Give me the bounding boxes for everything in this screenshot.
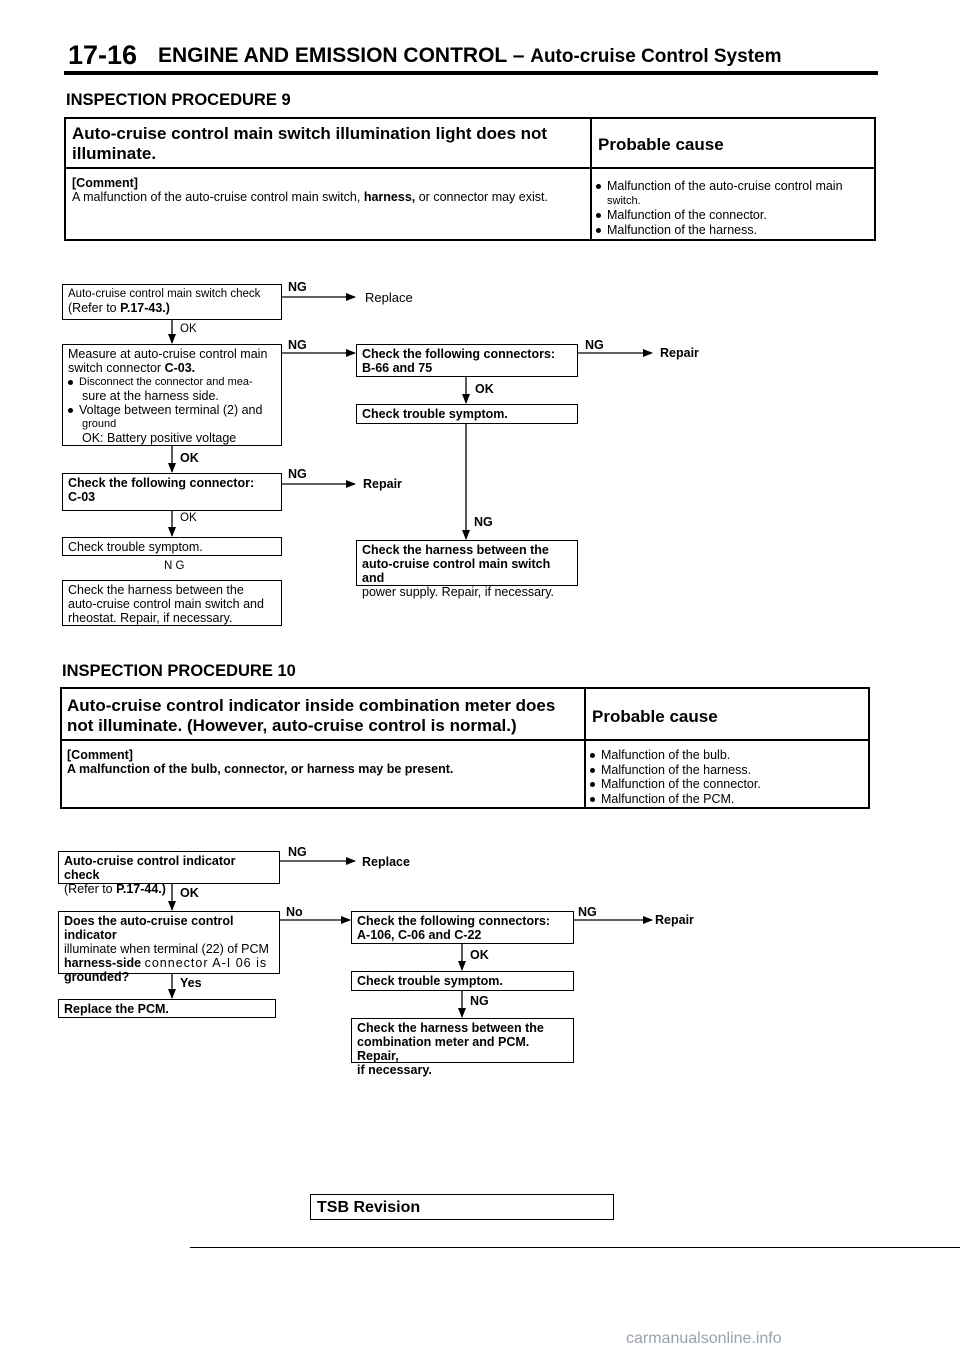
proc9-symptom-line2: illuminate. <box>72 144 157 163</box>
proc10-trouble-symptom-box: Check trouble symptom. <box>351 971 574 991</box>
proc10-ground-question-box: Does the auto-cruise control indicator i… <box>58 911 280 984</box>
flow-label-ng: NG <box>585 338 604 352</box>
proc10-repair-text: Repair <box>655 913 694 927</box>
list-item: Malfunction of the auto-cruise control m… <box>596 179 872 194</box>
flow-label-no: No <box>286 905 303 919</box>
proc9-measure-box: Measure at auto-cruise control main swit… <box>62 344 282 446</box>
flow-label-ng: NG <box>470 994 489 1008</box>
proc9-harness-power-supply-box: Check the harness between the auto-cruis… <box>356 540 578 599</box>
proc10-harness-meter-pcm-box: Check the harness between the combinatio… <box>351 1018 574 1077</box>
proc9-repair-text-2: Repair <box>363 477 402 491</box>
proc9-cause-list: Malfunction of the auto-cruise control m… <box>596 179 872 237</box>
flow-label-ng: NG <box>288 338 307 352</box>
proc10-comment-label: [Comment] <box>67 748 133 762</box>
flow-label-ok: OK <box>180 512 197 524</box>
flow-label-ok: OK <box>180 451 199 465</box>
chapter-title: ENGINE AND EMISSION CONTROL – <box>158 44 525 67</box>
proc9-comment-label: [Comment] <box>72 176 138 190</box>
flow-label-ng: NG <box>474 515 493 529</box>
list-item: Malfunction of the bulb. <box>590 748 866 763</box>
proc9-main-switch-check-box: Auto-cruise control main switch check (R… <box>62 284 282 320</box>
list-item: switch. <box>607 194 641 207</box>
watermark: carmanualsonline.info <box>626 1330 782 1347</box>
proc10-probable-cause-label: Probable cause <box>592 707 718 726</box>
proc9-connectors-check-box: Check the following connectors: B-66 and… <box>356 344 578 377</box>
proc10-comment-text: A malfunction of the bulb, connector, or… <box>67 762 454 776</box>
section-title: Auto-cruise Control System <box>530 46 782 67</box>
flow-label-ok: OK <box>180 886 199 900</box>
proc10-heading: INSPECTION PROCEDURE 10 <box>62 662 296 680</box>
flow-label-ng: NG <box>578 905 597 919</box>
proc10-symptom-table: Auto-cruise control indicator inside com… <box>60 687 870 809</box>
proc9-symptom-line1: Auto-cruise control main switch illumina… <box>72 124 548 143</box>
proc9-probable-cause-label: Probable cause <box>598 135 724 154</box>
proc10-connectors-check-box: Check the following connectors: A-106, C… <box>351 911 574 944</box>
proc9-trouble-symptom-box: Check trouble symptom. <box>62 537 282 556</box>
flow-label-ng: NG <box>288 845 307 859</box>
proc10-indicator-check-box: Auto-cruise control indicator check (Ref… <box>58 851 280 896</box>
proc9-comment: [Comment] A malfunction of the auto-crui… <box>72 176 584 205</box>
flow-label-yes: Yes <box>180 976 202 990</box>
list-item: Malfunction of the harness. <box>590 763 866 778</box>
list-item: Malfunction of the harness. <box>596 223 872 238</box>
header-rule <box>64 71 878 75</box>
proc9-symptom-table: Auto-cruise control main switch illumina… <box>64 117 876 241</box>
proc10-replace-pcm-box: Replace the PCM. <box>58 999 276 1018</box>
footer-rule <box>190 1247 960 1248</box>
flow-label-ok: OK <box>475 382 494 396</box>
flow-label-ok: OK <box>180 323 197 335</box>
proc10-comment: [Comment] A malfunction of the bulb, con… <box>67 748 579 776</box>
proc9-symptom: Auto-cruise control main switch illumina… <box>72 124 547 164</box>
flow-label-ng: N G <box>164 560 185 572</box>
tsb-revision-box: TSB Revision <box>310 1194 614 1220</box>
list-item: Malfunction of the connector. <box>596 208 872 223</box>
proc9-trouble-symptom-box-right: Check trouble symptom. <box>356 404 578 424</box>
proc10-symptom-line1: Auto-cruise control indicator inside com… <box>67 696 556 715</box>
list-item: Malfunction of the PCM. <box>590 792 866 807</box>
flow-label-ng: NG <box>288 280 307 294</box>
proc10-cause-list: Malfunction of the bulb. Malfunction of … <box>590 748 866 806</box>
proc9-heading: INSPECTION PROCEDURE 9 <box>66 91 291 109</box>
proc9-comment-text: A malfunction of the auto-cruise control… <box>72 190 548 204</box>
proc10-replace-text: Replace <box>362 855 410 869</box>
proc9-replace-text: Replace <box>365 290 413 305</box>
proc9-harness-rheostat-box: Check the harness between the auto-cruis… <box>62 580 282 626</box>
flow-label-ng: NG <box>288 467 307 481</box>
flow-label-ok: OK <box>470 948 489 962</box>
proc9-connector-c03-box: Check the following connector: C-03 <box>62 473 282 511</box>
proc10-symptom: Auto-cruise control indicator inside com… <box>67 696 555 736</box>
proc9-repair-text: Repair <box>660 346 699 360</box>
proc10-symptom-line2: not illuminate. (However, auto-cruise co… <box>67 716 517 735</box>
page-number: 17-16 <box>68 40 138 70</box>
page-title: ENGINE AND EMISSION CONTROL – Auto-cruis… <box>158 44 781 68</box>
list-item: Malfunction of the connector. <box>590 777 866 792</box>
